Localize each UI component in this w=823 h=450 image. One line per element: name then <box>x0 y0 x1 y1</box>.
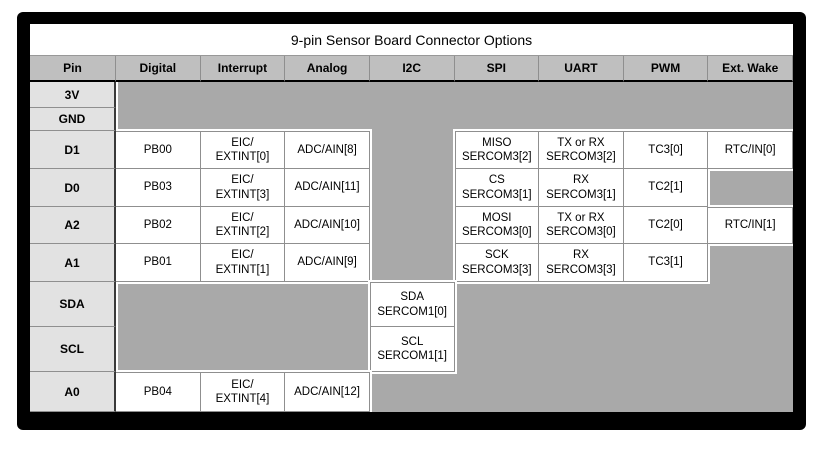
column-header-pin: Pin <box>30 56 116 82</box>
column-header-pwm: PWM <box>623 56 709 82</box>
cell-scl-i2c: SCL SERCOM1[1] <box>369 327 455 372</box>
cell-d1-ext-wake: RTC/IN[0] <box>708 131 793 169</box>
empty-region-3v-gnd-right <box>455 82 794 131</box>
cell-d0-spi: CS SERCOM3[1] <box>454 169 540 207</box>
cell-d0-pwm: TC2[1] <box>623 169 709 207</box>
cell-a2-digital: PB02 <box>116 207 201 244</box>
empty-region-a0-right <box>370 372 793 412</box>
cell-a0-analog: ADC/AIN[12] <box>285 372 370 412</box>
column-header-interrupt: Interrupt <box>200 56 286 82</box>
pin-cell-3v: 3V <box>30 82 116 108</box>
cell-d1-spi: MISO SERCOM3[2] <box>454 131 540 169</box>
empty-region-sda-scl-left <box>116 282 370 372</box>
cell-d1-digital: PB00 <box>116 131 201 169</box>
column-header-spi: SPI <box>454 56 540 82</box>
cell-a2-interrupt: EIC/ EXTINT[2] <box>200 207 286 244</box>
pin-cell-scl: SCL <box>30 327 116 372</box>
empty-region-sda-scl-right <box>455 282 794 372</box>
table-title: 9-pin Sensor Board Connector Options <box>30 24 793 56</box>
cell-a1-pwm: TC3[1] <box>623 244 709 282</box>
pin-cell-sda: SDA <box>30 282 116 327</box>
cell-d0-analog: ADC/AIN[11] <box>285 169 370 207</box>
cell-d1-pwm: TC3[0] <box>623 131 709 169</box>
pin-cell-a2: A2 <box>30 207 116 244</box>
cell-d0-digital: PB03 <box>116 169 201 207</box>
column-header-ext-wake: Ext. Wake <box>708 56 793 82</box>
cell-sda-i2c: SDA SERCOM1[0] <box>369 282 455 327</box>
cell-d1-uart: TX or RX SERCOM3[2] <box>539 131 624 169</box>
column-header-analog: Analog <box>285 56 370 82</box>
cell-a2-pwm: TC2[0] <box>623 207 709 244</box>
cell-a0-interrupt: EIC/ EXTINT[4] <box>200 372 286 412</box>
column-header-digital: Digital <box>116 56 201 82</box>
column-header-uart: UART <box>539 56 624 82</box>
pin-cell-d1: D1 <box>30 131 116 169</box>
cell-a1-digital: PB01 <box>116 244 201 282</box>
cell-a2-spi: MOSI SERCOM3[0] <box>454 207 540 244</box>
cell-a2-analog: ADC/AIN[10] <box>285 207 370 244</box>
cell-a0-digital: PB04 <box>116 372 201 412</box>
column-header-i2c: I2C <box>369 56 455 82</box>
cell-d1-interrupt: EIC/ EXTINT[0] <box>200 131 286 169</box>
cell-a1-analog: ADC/AIN[9] <box>285 244 370 282</box>
cell-d1-analog: ADC/AIN[8] <box>285 131 370 169</box>
connector-options-table: 9-pin Sensor Board Connector Options Pin… <box>30 24 793 412</box>
pin-cell-d0: D0 <box>30 169 116 207</box>
empty-region-3v-gnd-left <box>116 82 370 131</box>
cell-a1-interrupt: EIC/ EXTINT[1] <box>200 244 286 282</box>
cell-a2-uart: TX or RX SERCOM3[0] <box>539 207 624 244</box>
connector-table-frame: 9-pin Sensor Board Connector Options Pin… <box>17 12 806 430</box>
cell-d0-interrupt: EIC/ EXTINT[3] <box>200 169 286 207</box>
pin-cell-gnd: GND <box>30 108 116 131</box>
pin-cell-a0: A0 <box>30 372 116 412</box>
cell-a2-ext-wake: RTC/IN[1] <box>708 207 793 244</box>
empty-region-i2c-column <box>370 82 455 282</box>
pin-cell-a1: A1 <box>30 244 116 282</box>
empty-cell-d0-ext-wake <box>708 169 793 207</box>
table-grid: Pin Digital Interrupt Analog I2C SPI UAR… <box>30 56 793 412</box>
cell-a1-uart: RX SERCOM3[3] <box>539 244 624 282</box>
cell-a1-spi: SCK SERCOM3[3] <box>454 244 540 282</box>
empty-cell-a1-ext-wake <box>708 244 793 282</box>
cell-d0-uart: RX SERCOM3[1] <box>539 169 624 207</box>
